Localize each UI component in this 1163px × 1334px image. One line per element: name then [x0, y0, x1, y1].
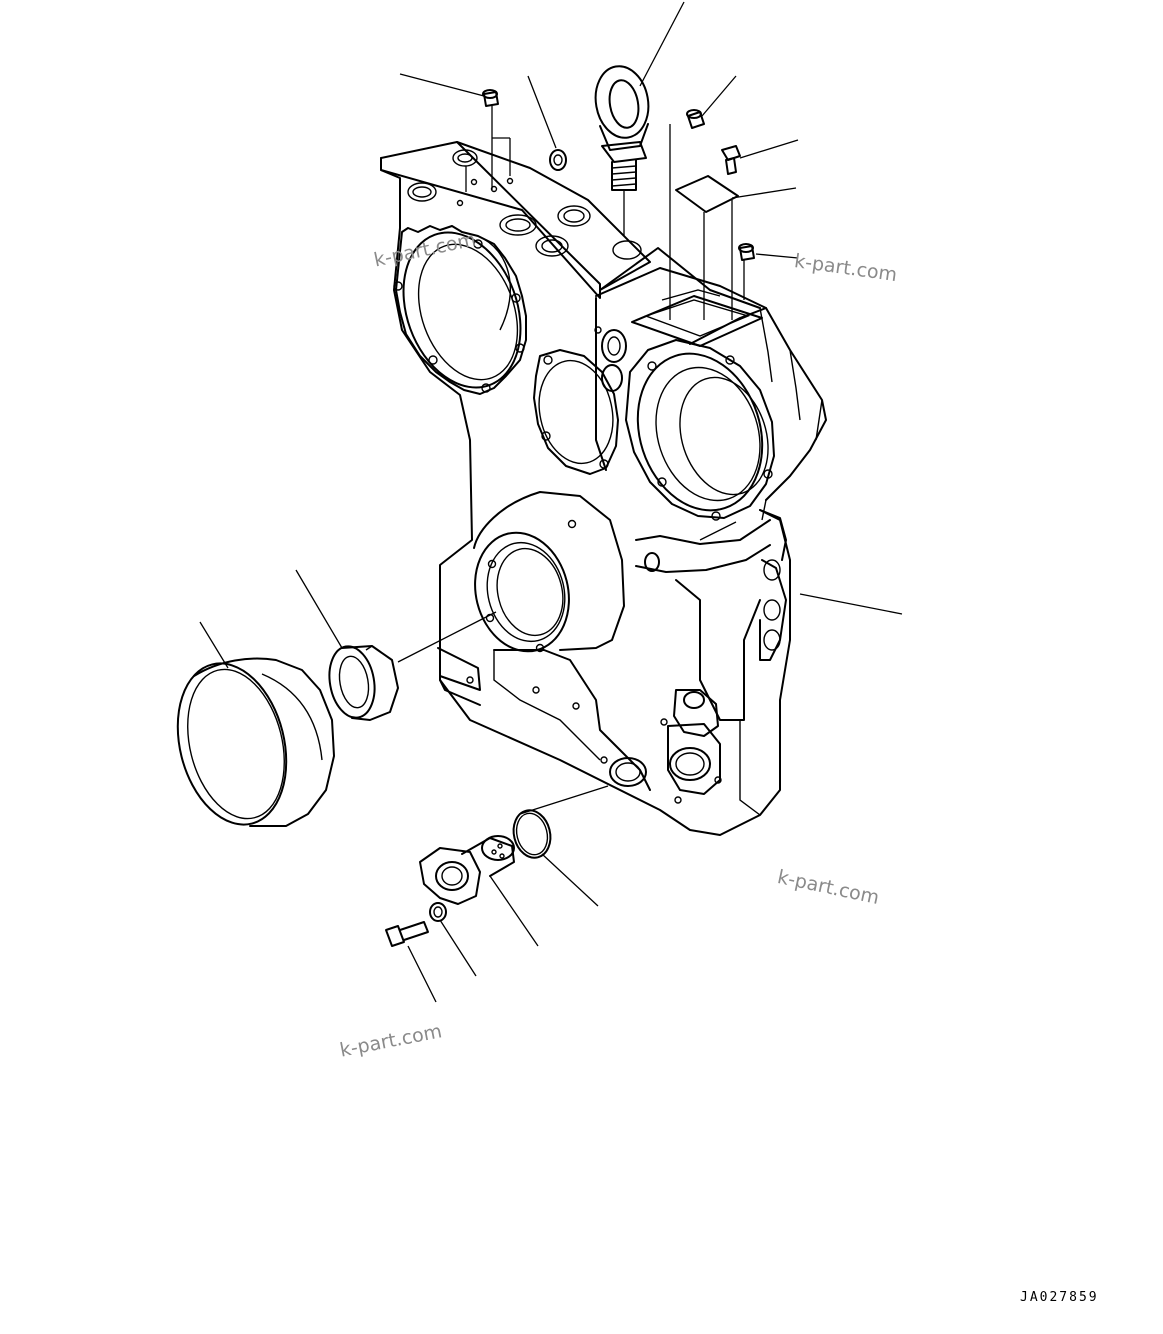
top-plug-right: [669, 75, 737, 320]
o-ring: [512, 785, 609, 907]
leader-lines: [199, 1, 903, 669]
oil-seal: [328, 645, 399, 721]
top-plug-middle: [527, 75, 567, 171]
drawing-code: JA027859: [1020, 1290, 1099, 1305]
mounting-bolt: [385, 921, 437, 1003]
eye-bolt: [594, 65, 650, 236]
cover-plate-screw: [721, 139, 799, 175]
side-plug: [738, 243, 799, 300]
washer: [429, 902, 477, 977]
top-plug-left: [399, 73, 511, 192]
wear-sleeve: [176, 657, 335, 827]
crank-seal-housing: [473, 491, 625, 653]
oil-pipe-elbow: [419, 835, 539, 947]
cover-plate: [675, 175, 797, 320]
gear-case-housing: [380, 141, 827, 836]
